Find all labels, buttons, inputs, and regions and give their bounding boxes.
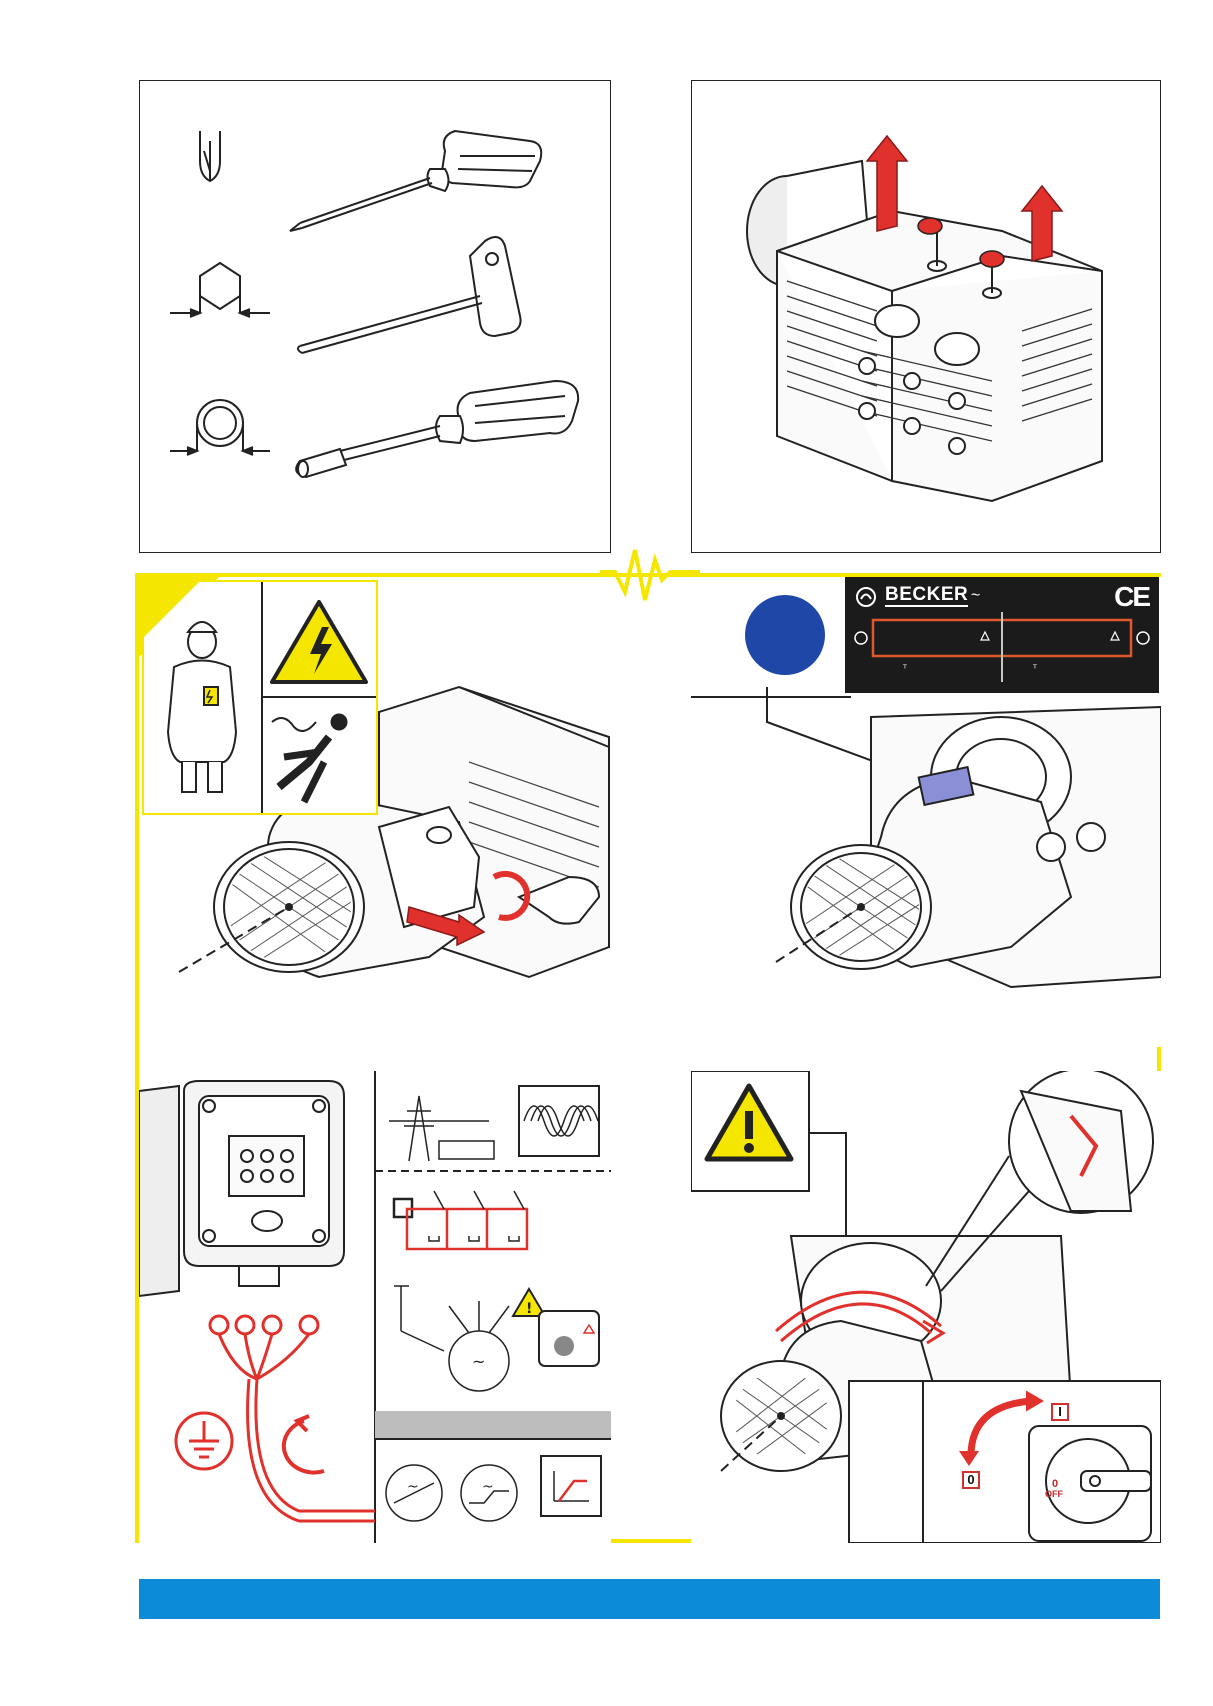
ce-mark: CE [1114, 581, 1149, 613]
three-phase-icon [519, 1086, 599, 1156]
screwdriver-icon [290, 131, 541, 231]
motor-nameplate: BECKER ~ CE ᵀ ᵀ [845, 577, 1159, 693]
electrician-icon [168, 622, 236, 792]
svg-text:ᵀ: ᵀ [1032, 664, 1037, 675]
wiring-panel: ~ ! ~ ~ [139, 1071, 611, 1543]
ac-symbol: ~ [971, 587, 980, 605]
rotation-check-panel: I 0 0 OFF [691, 1071, 1161, 1543]
svg-text:!: ! [526, 1301, 532, 1317]
main-switch-icon [1029, 1426, 1151, 1541]
footer-bar [139, 1579, 1160, 1619]
caution-icon: ! [513, 1289, 599, 1366]
phillips-tip-icon [200, 131, 220, 181]
electrical-hazard-panel [139, 577, 611, 1047]
ground-icon [176, 1413, 232, 1469]
motor-illustration [776, 707, 1161, 987]
tools-panel [139, 80, 611, 553]
t-handle-key-icon [298, 237, 521, 353]
circuit-breaker-icon [394, 1191, 527, 1249]
thermistor-icon: ~ ~ [386, 1456, 601, 1521]
power-grid-icon [389, 1096, 494, 1161]
switch-dial-off: OFF [1045, 1489, 1063, 1499]
electrocution-icon [272, 714, 349, 802]
high-voltage-warning-icon [272, 602, 366, 682]
brand-name: BECKER [885, 585, 968, 607]
svg-text:~: ~ [407, 1479, 419, 1495]
switch-off-label: 0 [962, 1471, 980, 1489]
svg-text:ᵀ: ᵀ [902, 664, 907, 675]
nameplate-panel: BECKER ~ CE ᵀ ᵀ [691, 577, 1161, 1047]
voltage-rating-box: ᵀ ᵀ [845, 612, 1159, 682]
pump-caps-panel [691, 80, 1161, 553]
warning-box [142, 580, 378, 815]
motor-icon: ~ [394, 1286, 509, 1391]
wire-connection-icon [210, 1316, 375, 1521]
hex-size-icon [170, 263, 270, 317]
reference-marker-icon [745, 595, 825, 675]
becker-logo-icon [855, 586, 877, 608]
socket-wrench-icon [296, 381, 578, 477]
tighten-arrow-icon [284, 1416, 324, 1473]
svg-text:~: ~ [472, 1352, 485, 1371]
switch-on-label: I [1051, 1403, 1069, 1421]
terminal-box-illustration [139, 1081, 344, 1296]
socket-size-icon [170, 400, 270, 455]
